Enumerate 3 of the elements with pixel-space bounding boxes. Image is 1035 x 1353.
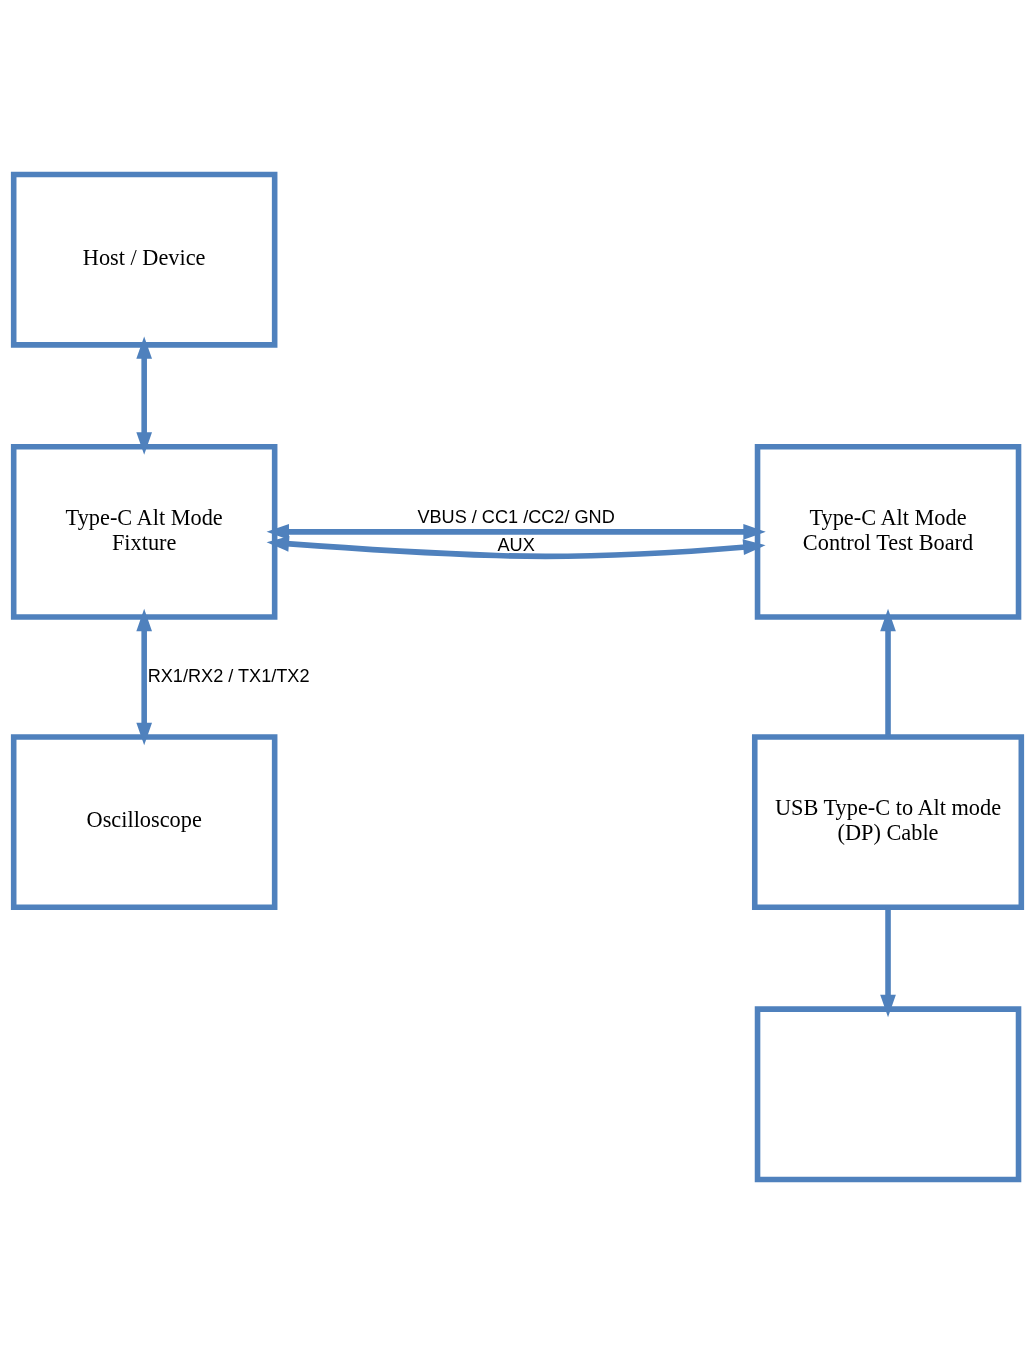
edge-label: VBUS / CC1 /CC2/ GND: [417, 506, 615, 527]
edge-label: AUX: [497, 534, 535, 555]
edge-label: RX1/RX2 / TX1/TX2: [147, 665, 310, 686]
